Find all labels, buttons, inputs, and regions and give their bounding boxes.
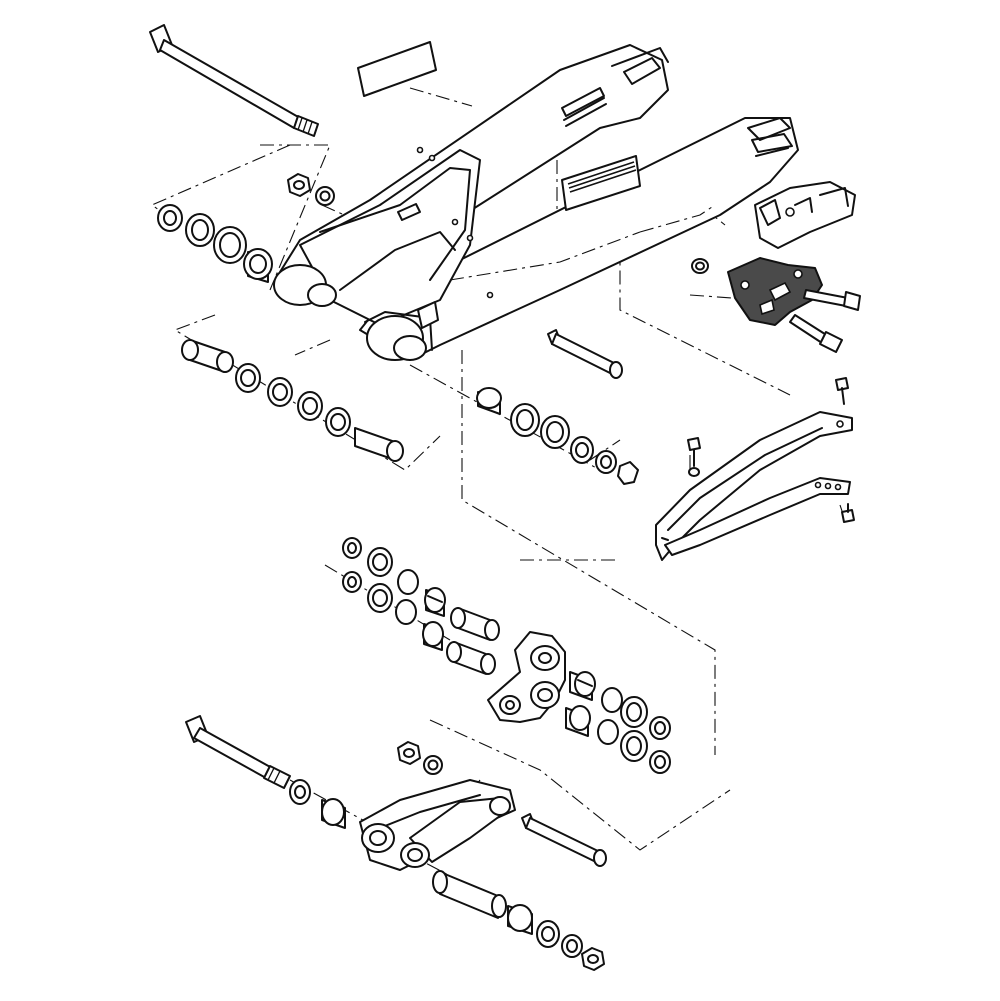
decal-label-center <box>561 155 641 211</box>
pivot-shaft <box>149 24 319 137</box>
linkage-collar-left <box>289 779 346 829</box>
connecting-rod <box>359 779 516 871</box>
linkage-collar-stack-bottom <box>432 870 605 971</box>
chain-guide-bracket <box>727 257 823 326</box>
chain-guide-screw-top <box>835 377 849 405</box>
relay-collars <box>446 607 500 675</box>
relay-arm <box>487 631 566 723</box>
pivot-bearing-stack <box>181 339 404 462</box>
leader-lines <box>150 87 846 906</box>
bracket-bolt-lower <box>789 314 843 353</box>
pivot-washer <box>315 186 335 206</box>
linkage-washer-top <box>423 755 443 775</box>
swingarm <box>273 44 799 361</box>
chain-slider-block <box>754 181 856 249</box>
center-bolt <box>547 329 623 379</box>
bracket-bolt-upper <box>803 289 861 311</box>
pivot-seal-stack-left <box>157 204 273 283</box>
chain-guide <box>655 411 853 561</box>
relay-bearings-right <box>565 671 671 774</box>
chain-guide-screw-bottom <box>841 503 855 523</box>
bracket-nut <box>691 258 709 274</box>
chain-guide-screw-mid <box>687 437 701 477</box>
linkage-bolt <box>185 715 291 789</box>
relay-seal-stack <box>342 537 446 651</box>
center-bearing-stack <box>476 387 639 485</box>
pivot-nut <box>287 173 311 197</box>
decal-label-top <box>357 41 437 97</box>
linkage-nut-top <box>397 741 421 765</box>
linkage-bolt-right <box>521 813 607 867</box>
